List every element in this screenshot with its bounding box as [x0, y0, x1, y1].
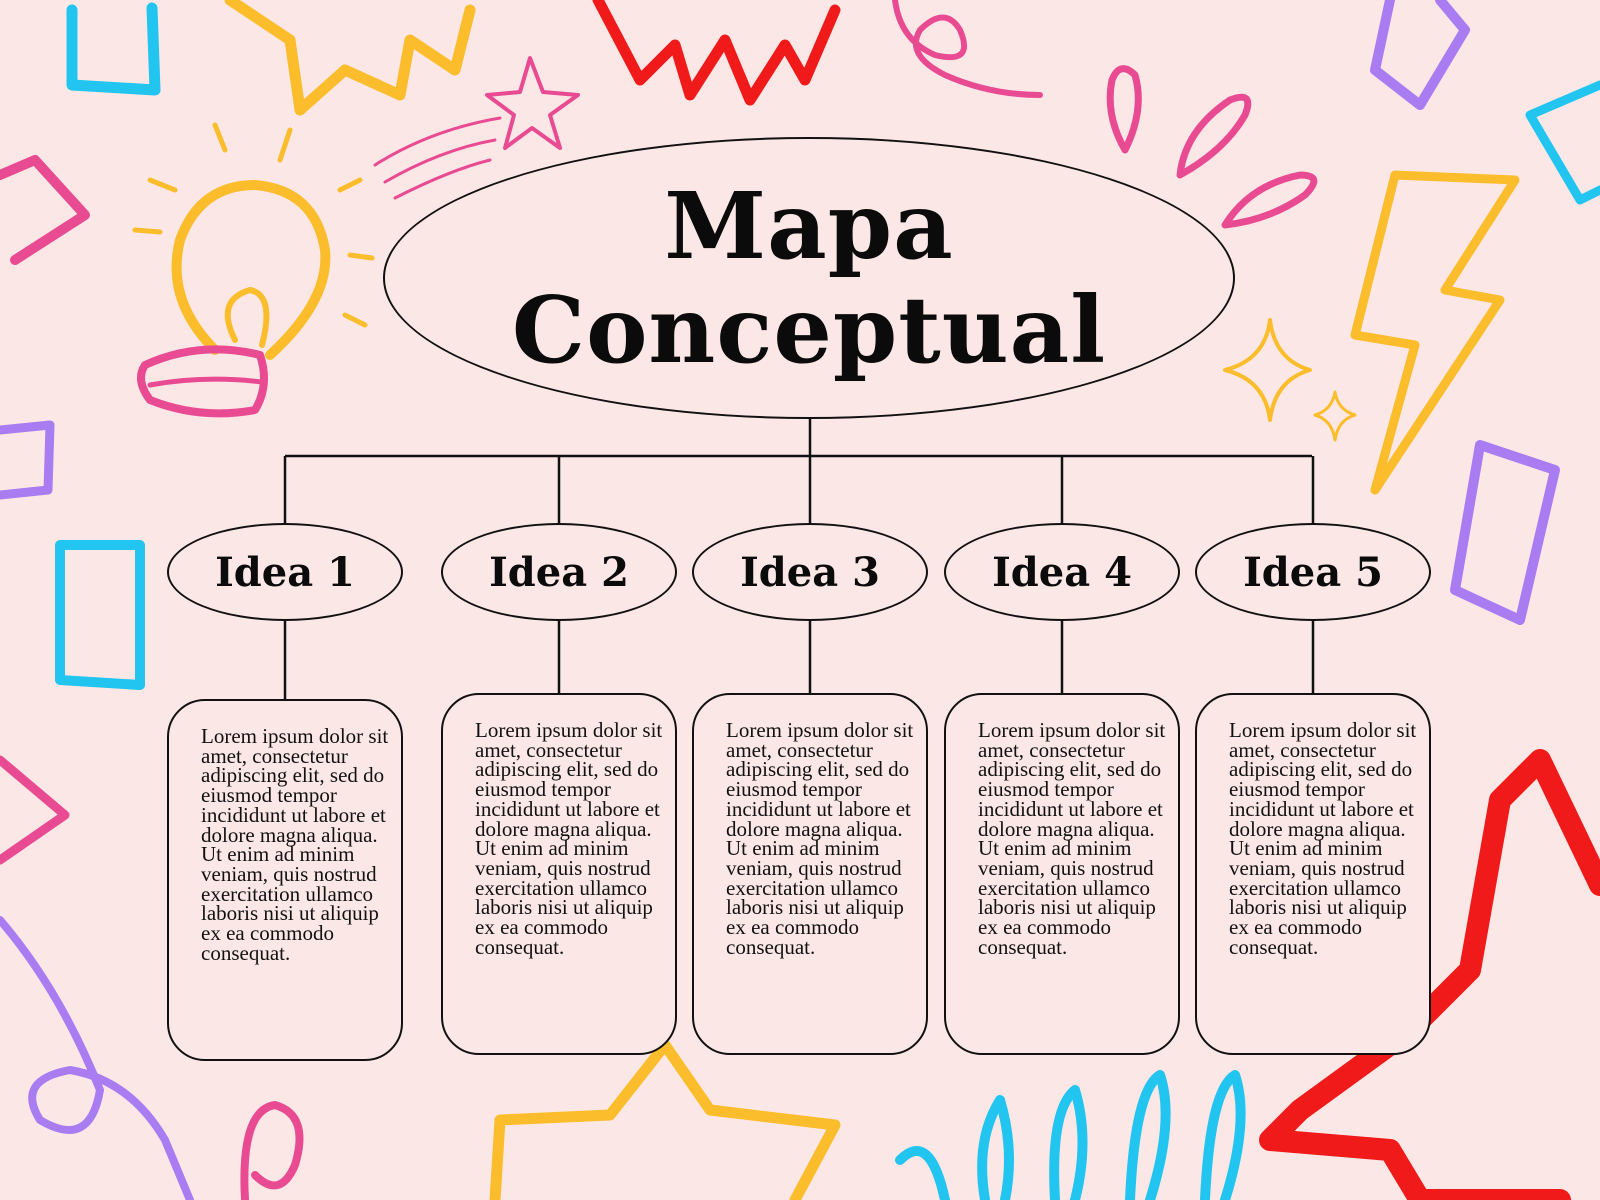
idea-3-description: Lorem ipsum dolor sit amet, consectetur …	[692, 693, 928, 1055]
cyan-rect-left-doodle	[55, 540, 145, 690]
purple-loop-doodle	[0, 916, 194, 1200]
idea-3-oval: Idea 3	[692, 523, 928, 621]
pink-streak-doodle	[373, 116, 502, 200]
idea-4-description: Lorem ipsum dolor sit amet, consectetur …	[944, 693, 1180, 1055]
cyan-squiggle-doodle	[895, 1070, 1246, 1200]
yellow-zigzag-doodle	[224, 0, 476, 116]
title-line-2: Conceptual	[511, 276, 1107, 384]
pink-star-doodle	[485, 56, 580, 150]
purple-rect-left-doodle	[0, 420, 55, 500]
idea-1-description: Lorem ipsum dolor sit amet, consectetur …	[167, 699, 403, 1061]
pink-spiral-bottom-doodle	[240, 1101, 304, 1200]
lightbulb-doodle	[132, 122, 375, 418]
pink-diamond-doodle	[0, 155, 90, 265]
yellow-sparkle-doodle-2	[1313, 390, 1357, 442]
purple-rectangle-doodle	[1450, 440, 1560, 625]
idea-1-oval: Idea 1	[167, 523, 403, 621]
pink-spiral-doodle	[892, 0, 1043, 98]
idea-5-description: Lorem ipsum dolor sit amet, consectetur …	[1195, 693, 1431, 1055]
idea-2-oval: Idea 2	[441, 523, 677, 621]
purple-shape-doodle	[1370, 0, 1470, 110]
pink-petal-doodle-1	[1106, 65, 1142, 154]
pink-petal-doodle-2	[1176, 93, 1252, 179]
title-line-1: Mapa	[664, 172, 954, 280]
idea-5-oval: Idea 5	[1195, 523, 1431, 621]
red-burst-doodle	[592, 0, 841, 106]
title-oval: Mapa Conceptual	[383, 137, 1235, 419]
pink-arrow-doodle	[0, 755, 70, 865]
red-star-doodle	[1259, 749, 1600, 1200]
idea-4-oval: Idea 4	[944, 523, 1180, 621]
cyan-rectangle-doodle	[66, 2, 161, 96]
yellow-star-doodle	[489, 1039, 841, 1200]
cyan-shape-doodle	[1525, 80, 1600, 205]
idea-2-description: Lorem ipsum dolor sit amet, consectetur …	[441, 693, 677, 1055]
pink-petal-doodle-3	[1221, 171, 1318, 229]
yellow-sparkle-doodle-1	[1223, 318, 1312, 422]
yellow-lightning-doodle	[1350, 170, 1520, 495]
